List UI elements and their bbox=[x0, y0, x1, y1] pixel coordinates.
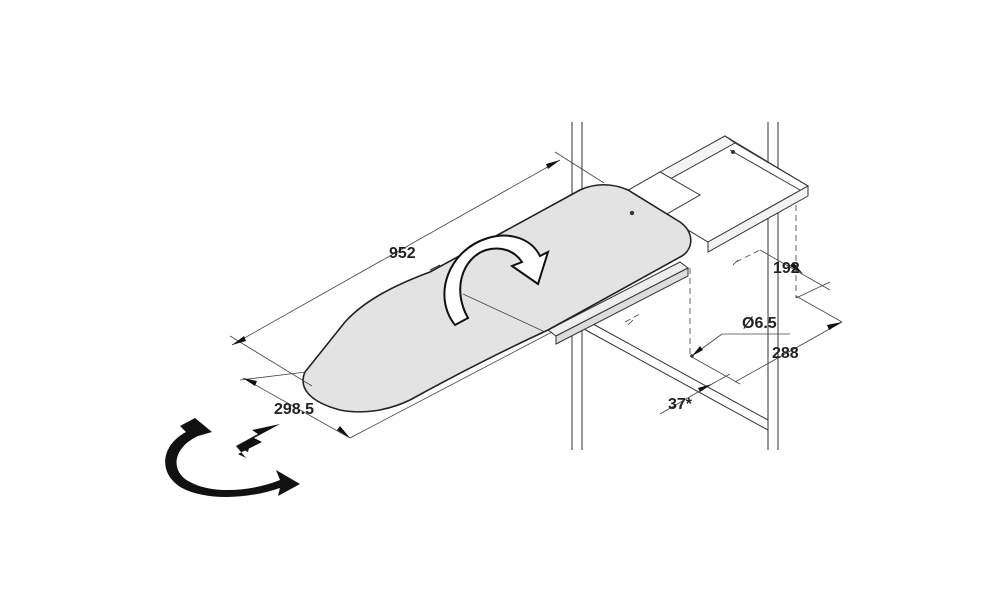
dimension-width: 298.5 bbox=[239, 331, 553, 439]
board-hole bbox=[629, 210, 635, 216]
dim-hole-label: Ø6.5 bbox=[742, 315, 777, 332]
pull-out-arrow-icon bbox=[236, 424, 280, 458]
rotate-arrow-icon bbox=[165, 418, 300, 497]
dimension-length: 952 bbox=[229, 151, 605, 387]
board-fold-seam bbox=[462, 293, 546, 333]
dimension-192: 192 bbox=[759, 249, 831, 299]
dim-288-label: 288 bbox=[772, 345, 799, 362]
dimension-angle: 37* bbox=[659, 373, 731, 415]
dim-37-label: 37* bbox=[668, 396, 693, 413]
dimension-288: 288 bbox=[689, 295, 843, 385]
mounting-reference-lines bbox=[624, 205, 797, 355]
dimension-hole: Ø6.5 bbox=[690, 315, 790, 358]
curved-fold-arrow-icon bbox=[443, 234, 550, 327]
dim-298-label: 298.5 bbox=[274, 401, 314, 418]
dim-952-label: 952 bbox=[389, 245, 416, 262]
ironing-board bbox=[302, 183, 692, 413]
dim-192-label: 192 bbox=[773, 260, 800, 277]
cabinet-shelf bbox=[581, 317, 769, 431]
